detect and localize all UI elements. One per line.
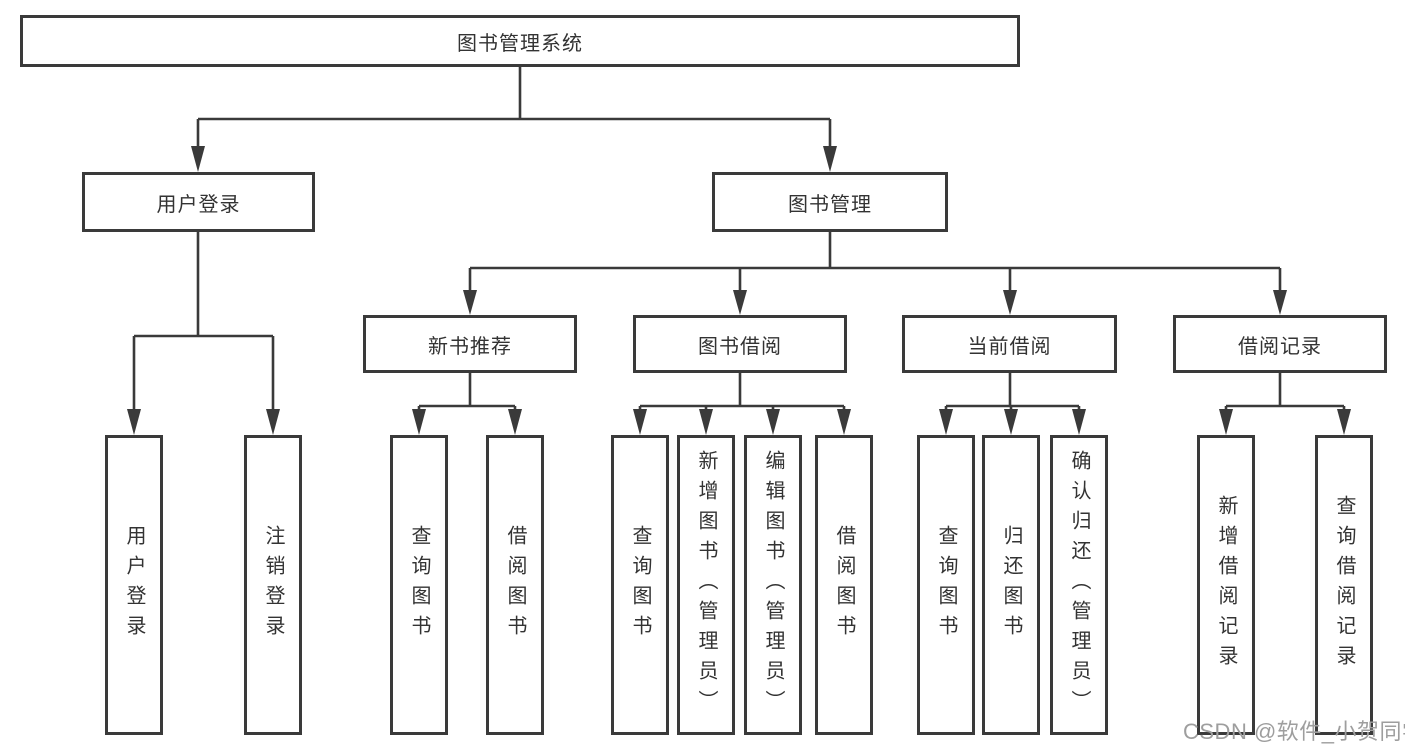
arrow-icon xyxy=(1219,409,1233,435)
leaf-add-books-admin: 新增图书（管理员） xyxy=(677,435,735,735)
leaf-label: 归还图书 xyxy=(1000,525,1022,645)
node-library-management-system: 图书管理系统 xyxy=(20,15,1020,67)
node-label: 新书推荐 xyxy=(428,335,512,358)
leaf-query-borrow-record: 查询借阅记录 xyxy=(1315,435,1373,735)
node-label: 图书借阅 xyxy=(698,335,782,358)
node-borrow-record: 借阅记录 xyxy=(1173,315,1387,373)
node-book-borrow: 图书借阅 xyxy=(633,315,847,373)
leaf-label: 编辑图书（管理员） xyxy=(762,450,784,720)
leaf-label: 新增借阅记录 xyxy=(1215,495,1237,675)
leaf-borrow-books-recommend: 借阅图书 xyxy=(486,435,544,735)
leaf-label: 注销登录 xyxy=(262,525,284,645)
connector-user-login-to-leaves xyxy=(132,232,275,412)
connector-new-book-to-leaves xyxy=(417,373,517,412)
arrow-icon xyxy=(266,409,280,435)
arrow-icon xyxy=(1004,409,1018,435)
connector-borrow-record-to-leaves xyxy=(1224,373,1346,412)
arrow-icon xyxy=(837,409,851,435)
leaf-edit-books-admin: 编辑图书（管理员） xyxy=(744,435,802,735)
arrow-icon xyxy=(463,290,477,315)
arrow-icon xyxy=(766,409,780,435)
arrow-icon xyxy=(1337,409,1351,435)
leaf-query-books-recommend: 查询图书 xyxy=(390,435,448,735)
connector-root-to-level2 xyxy=(196,67,832,150)
connector-book-management-to-level3 xyxy=(468,232,1282,293)
arrow-icon xyxy=(127,409,141,435)
leaf-return-books: 归还图书 xyxy=(982,435,1040,735)
node-label: 当前借阅 xyxy=(967,335,1052,358)
node-label: 借阅记录 xyxy=(1238,335,1322,358)
connector-paths xyxy=(132,67,1346,412)
leaf-logout: 注销登录 xyxy=(244,435,302,735)
arrowheads xyxy=(127,146,1351,435)
node-label: 图书管理系统 xyxy=(457,32,583,55)
leaf-label: 用户登录 xyxy=(123,525,145,645)
node-user-login: 用户登录 xyxy=(82,172,315,232)
connector-current-borrow-to-leaves xyxy=(944,373,1081,412)
arrow-icon xyxy=(733,290,747,315)
leaf-label: 查询图书 xyxy=(629,525,651,645)
watermark: CSDN @软件_小贺同学 xyxy=(1183,719,1405,744)
node-book-management: 图书管理 xyxy=(712,172,948,232)
leaf-label: 查询图书 xyxy=(935,525,957,645)
node-label: 用户登录 xyxy=(156,193,241,216)
arrow-icon xyxy=(508,409,522,435)
leaf-label: 确认归还（管理员） xyxy=(1068,450,1090,720)
leaf-label: 查询图书 xyxy=(408,525,430,645)
node-current-borrow: 当前借阅 xyxy=(902,315,1117,373)
arrow-icon xyxy=(412,409,426,435)
leaf-label: 借阅图书 xyxy=(504,525,526,645)
arrow-icon xyxy=(1003,290,1017,315)
node-new-book-recommend: 新书推荐 xyxy=(363,315,577,373)
arrow-icon xyxy=(699,409,713,435)
arrow-icon xyxy=(1072,409,1086,435)
node-label: 图书管理 xyxy=(788,193,872,216)
leaf-query-books-borrow: 查询图书 xyxy=(611,435,669,735)
connector-book-borrow-to-leaves xyxy=(638,373,846,412)
leaf-borrow-books: 借阅图书 xyxy=(815,435,873,735)
leaf-label: 借阅图书 xyxy=(833,525,855,645)
arrow-icon xyxy=(823,146,837,172)
leaf-query-books-current: 查询图书 xyxy=(917,435,975,735)
arrow-icon xyxy=(633,409,647,435)
arrow-icon xyxy=(191,146,205,172)
leaf-user-login: 用户登录 xyxy=(105,435,163,735)
leaf-label: 新增图书（管理员） xyxy=(695,450,717,720)
arrow-icon xyxy=(1273,290,1287,315)
leaf-add-borrow-record: 新增借阅记录 xyxy=(1197,435,1255,735)
arrow-icon xyxy=(939,409,953,435)
leaf-label: 查询借阅记录 xyxy=(1333,495,1355,675)
leaf-confirm-return-admin: 确认归还（管理员） xyxy=(1050,435,1108,735)
